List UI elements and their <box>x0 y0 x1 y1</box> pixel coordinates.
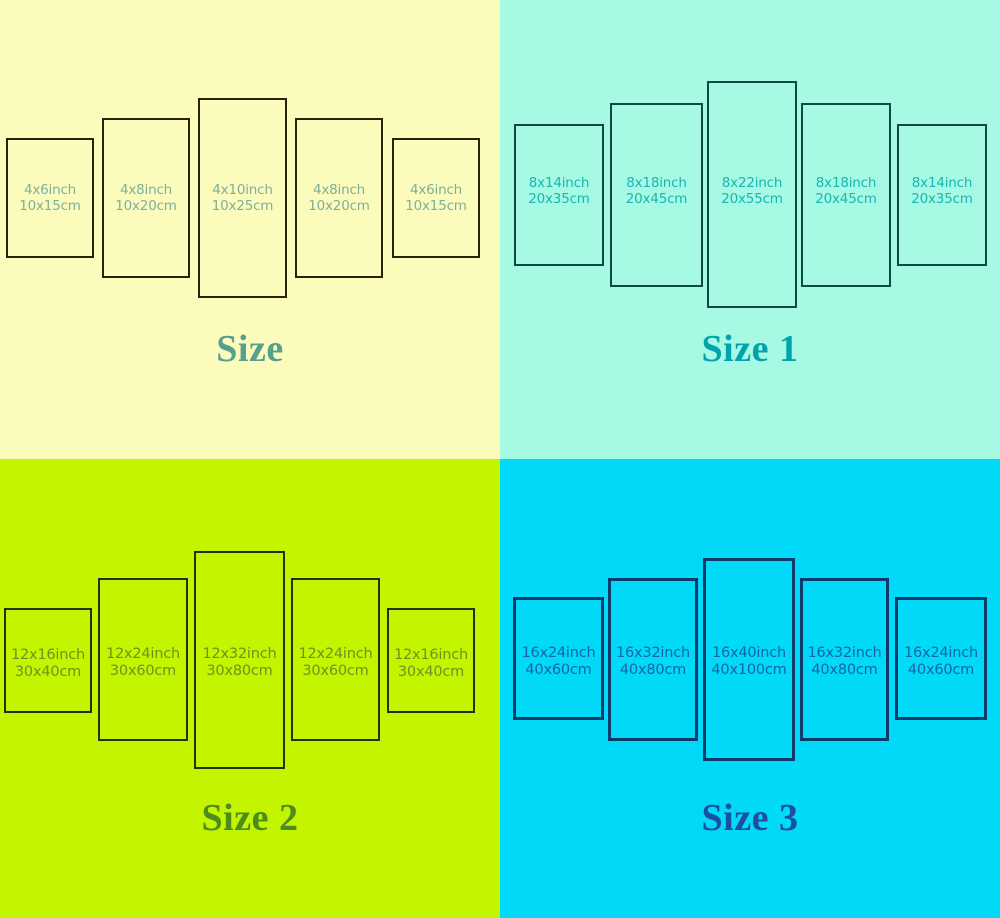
canvas-panel[interactable]: 8x14inch 20x35cm <box>897 124 987 266</box>
panel-size-label: 12x24inch 30x60cm <box>298 646 372 680</box>
size-quadrant-size: 4x6inch 10x15cm 4x8inch 10x20cm 4x10inch… <box>0 0 500 459</box>
canvas-panel[interactable]: 12x24inch 30x60cm <box>98 578 188 741</box>
canvas-panel[interactable]: 16x32inch 40x80cm <box>608 578 698 741</box>
panel-size-inch: 12x32inch <box>202 646 277 662</box>
panel-size-label: 8x18inch 20x45cm <box>815 175 877 208</box>
canvas-panel[interactable]: 4x10inch 10x25cm <box>198 98 287 298</box>
canvas-panel[interactable]: 4x8inch 10x20cm <box>295 118 383 278</box>
panel-size-cm: 20x35cm <box>528 190 590 207</box>
panel-size-inch: 4x8inch <box>312 182 366 198</box>
panel-group-size-2: 12x16inch 30x40cm 12x24inch 30x60cm 12x3… <box>0 459 500 779</box>
panel-size-cm: 20x45cm <box>625 190 688 207</box>
panel-size-label: 4x6inch 10x15cm <box>405 182 467 215</box>
panel-size-cm: 40x60cm <box>907 662 975 679</box>
panel-size-cm: 30x40cm <box>397 664 465 681</box>
panel-size-inch: 16x32inch <box>807 645 882 661</box>
size-title: Size <box>216 328 284 370</box>
panel-size-inch: 16x24inch <box>521 645 596 661</box>
panel-size-inch: 8x18inch <box>815 175 877 191</box>
panel-size-cm: 30x60cm <box>109 663 177 680</box>
canvas-panel[interactable]: 8x14inch 20x35cm <box>514 124 604 266</box>
panel-size-label: 8x14inch 20x35cm <box>911 175 973 208</box>
panel-size-inch: 12x24inch <box>105 646 181 662</box>
panel-size-label: 8x18inch 20x45cm <box>625 175 688 208</box>
panel-size-label: 16x32inch 40x80cm <box>807 645 881 679</box>
panel-size-label: 4x8inch 10x20cm <box>115 182 177 215</box>
panel-size-cm: 20x45cm <box>815 190 877 207</box>
panel-size-inch: 4x8inch <box>119 182 173 198</box>
panel-size-label: 16x32inch 40x80cm <box>616 645 690 679</box>
panel-size-inch: 12x24inch <box>298 646 373 662</box>
panel-size-label: 12x16inch 30x40cm <box>394 647 468 681</box>
size-quadrant-size-1: 8x14inch 20x35cm 8x18inch 20x45cm 8x22in… <box>500 0 1000 459</box>
panel-size-cm: 10x20cm <box>115 197 177 214</box>
panel-size-label: 4x8inch 10x20cm <box>308 182 370 215</box>
panel-size-inch: 16x40inch <box>711 645 787 661</box>
panel-size-cm: 30x60cm <box>302 663 369 680</box>
panel-size-label: 4x10inch 10x25cm <box>211 182 274 215</box>
panel-size-label: 12x16inch 30x40cm <box>11 647 85 681</box>
panel-size-inch: 4x6inch <box>23 182 77 198</box>
panel-size-cm: 10x15cm <box>405 197 467 214</box>
canvas-panel[interactable]: 8x18inch 20x45cm <box>610 103 703 287</box>
panel-size-cm: 40x80cm <box>811 662 878 679</box>
canvas-panel[interactable]: 8x22inch 20x55cm <box>707 81 797 308</box>
panel-size-label: 12x24inch 30x60cm <box>106 646 180 680</box>
canvas-panel[interactable]: 16x24inch 40x60cm <box>895 597 987 720</box>
panel-size-inch: 12x16inch <box>10 647 86 663</box>
canvas-panel[interactable]: 16x40inch 40x100cm <box>703 558 795 761</box>
panel-size-label: 8x14inch 20x35cm <box>528 175 590 208</box>
size-quadrant-size-2: 12x16inch 30x40cm 12x24inch 30x60cm 12x3… <box>0 459 500 918</box>
panel-size-cm: 10x25cm <box>211 197 274 214</box>
canvas-panel[interactable]: 12x32inch 30x80cm <box>194 551 285 769</box>
panel-group-size: 4x6inch 10x15cm 4x8inch 10x20cm 4x10inch… <box>0 0 500 320</box>
panel-size-label: 16x24inch 40x60cm <box>904 645 978 679</box>
panel-size-cm: 20x55cm <box>721 190 783 207</box>
panel-size-inch: 8x14inch <box>911 175 973 191</box>
canvas-panel[interactable]: 4x8inch 10x20cm <box>102 118 190 278</box>
size-title: Size 2 <box>201 797 299 839</box>
canvas-panel[interactable]: 16x24inch 40x60cm <box>513 597 604 720</box>
panel-size-inch: 8x14inch <box>528 175 590 191</box>
panel-size-inch: 4x6inch <box>409 182 463 198</box>
panel-size-inch: 16x32inch <box>615 645 691 661</box>
panel-group-size-3: 16x24inch 40x60cm 16x32inch 40x80cm 16x4… <box>500 459 1000 779</box>
panel-size-inch: 8x18inch <box>626 175 687 191</box>
panel-size-cm: 40x80cm <box>619 662 687 679</box>
canvas-panel[interactable]: 12x16inch 30x40cm <box>4 608 92 713</box>
panel-group-size-1: 8x14inch 20x35cm 8x18inch 20x45cm 8x22in… <box>500 0 1000 320</box>
panel-size-cm: 10x20cm <box>308 197 370 214</box>
panel-size-label: 16x24inch 40x60cm <box>521 645 595 679</box>
panel-size-cm: 20x35cm <box>911 190 973 207</box>
canvas-panel[interactable]: 12x24inch 30x60cm <box>291 578 380 741</box>
panel-size-label: 12x32inch 30x80cm <box>202 646 276 680</box>
panel-size-cm: 40x100cm <box>711 662 787 679</box>
size-quadrant-size-3: 16x24inch 40x60cm 16x32inch 40x80cm 16x4… <box>500 459 1000 918</box>
panel-size-label: 8x22inch 20x55cm <box>721 175 783 208</box>
panel-size-label: 16x40inch 40x100cm <box>711 645 786 679</box>
panel-size-cm: 40x60cm <box>525 662 592 679</box>
panel-size-inch: 16x24inch <box>903 645 979 661</box>
canvas-panel[interactable]: 16x32inch 40x80cm <box>800 578 889 741</box>
canvas-panel[interactable]: 4x6inch 10x15cm <box>392 138 480 258</box>
canvas-panel[interactable]: 4x6inch 10x15cm <box>6 138 94 258</box>
panel-size-label: 4x6inch 10x15cm <box>19 182 81 215</box>
size-title: Size 1 <box>701 328 799 370</box>
panel-size-cm: 30x40cm <box>14 664 82 681</box>
panel-size-inch: 4x10inch <box>212 182 273 198</box>
panel-size-cm: 10x15cm <box>19 197 81 214</box>
size-title: Size 3 <box>701 797 799 839</box>
canvas-panel[interactable]: 8x18inch 20x45cm <box>801 103 891 287</box>
panel-size-inch: 12x16inch <box>393 647 469 663</box>
panel-size-inch: 8x22inch <box>721 175 783 191</box>
panel-size-cm: 30x80cm <box>206 663 273 680</box>
canvas-panel[interactable]: 12x16inch 30x40cm <box>387 608 475 713</box>
